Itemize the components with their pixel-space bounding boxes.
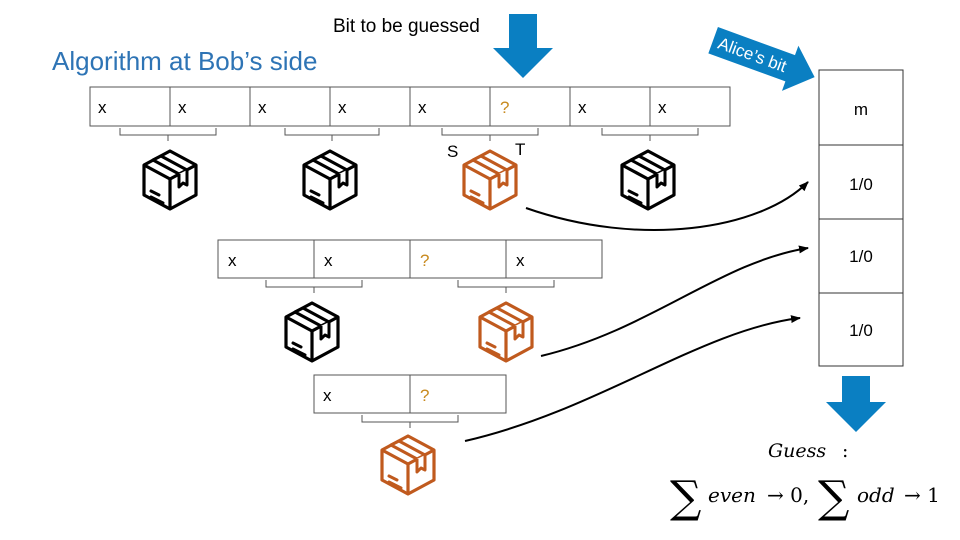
formula-odd: odd — [857, 483, 895, 507]
box-icon-highlighted — [462, 149, 518, 211]
cell-x: x — [323, 386, 332, 405]
box-icon-highlighted — [478, 301, 534, 363]
box-icon-highlighted — [380, 434, 436, 496]
formula-arrow-one: → 1 — [904, 483, 940, 507]
label-t: T — [515, 140, 525, 159]
register-column: m 1/0 1/0 1/0 — [818, 69, 904, 367]
page-title: Algorithm at Bob’s side — [52, 46, 317, 76]
cell-x: x — [658, 98, 667, 117]
row-3: x ? — [313, 374, 507, 414]
register-cell-3: 1/0 — [849, 321, 873, 340]
cell-x: x — [324, 251, 333, 270]
row-3-braces — [361, 415, 459, 428]
cell-x: x — [516, 251, 525, 270]
sum-symbol: ∑ — [818, 472, 849, 523]
cell-x: x — [258, 98, 267, 117]
bit-to-be-guessed-label: Bit to be guessed — [333, 16, 480, 37]
row-1-braces — [119, 128, 699, 141]
sum-symbol: ∑ — [670, 472, 701, 523]
formula-arrow-zero: → 0, — [767, 483, 809, 507]
guess-colon: : — [842, 440, 848, 462]
cell-x: x — [98, 98, 107, 117]
label-s: S — [447, 142, 458, 161]
alice-arrow-icon — [708, 27, 815, 91]
register-cell-1: 1/0 — [849, 175, 873, 194]
cell-x: x — [228, 251, 237, 270]
cell-unknown: ? — [500, 98, 509, 117]
row-2-braces — [265, 280, 555, 293]
curved-arrow-icon — [525, 181, 809, 231]
row-1: x x x x x ? x x — [89, 86, 731, 127]
register-cell-2: 1/0 — [849, 247, 873, 266]
cell-unknown: ? — [420, 251, 429, 270]
register-cell-m: m — [854, 100, 868, 119]
cell-unknown: ? — [420, 386, 429, 405]
cell-x: x — [178, 98, 187, 117]
curved-arrow-icon — [540, 245, 809, 357]
guess-down-arrow-icon — [826, 376, 886, 432]
bit-to-be-guessed-arrow-icon — [493, 14, 553, 78]
row-2: x x ? x — [217, 239, 603, 279]
guess-label: Guess — [768, 440, 826, 462]
box-icon — [302, 149, 358, 211]
cell-x: x — [338, 98, 347, 117]
box-icon — [620, 149, 676, 211]
cell-x: x — [418, 98, 427, 117]
formula-even: even — [708, 483, 756, 507]
curved-arrow-icon — [464, 315, 801, 442]
box-icon — [284, 301, 340, 363]
box-icon — [142, 149, 198, 211]
cell-x: x — [578, 98, 587, 117]
